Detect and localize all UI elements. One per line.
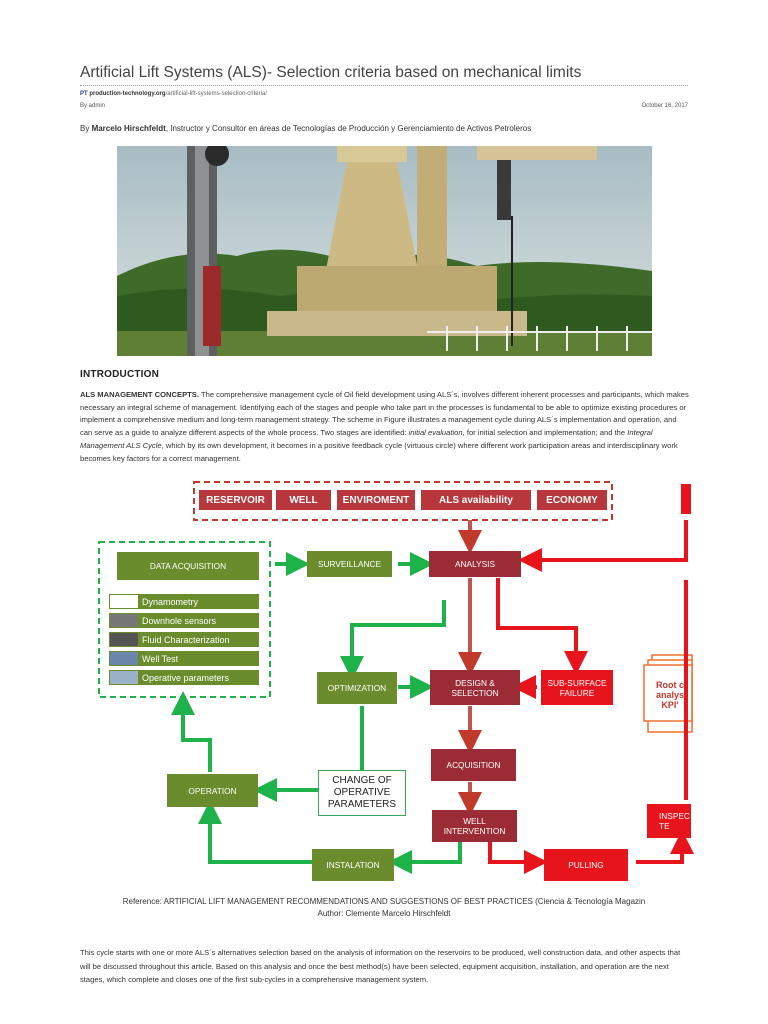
post-date: October 16, 2017 bbox=[641, 103, 688, 109]
source-brand: PT bbox=[80, 91, 88, 97]
als-availability-box: ALS availability bbox=[421, 490, 531, 510]
author-label: By admin bbox=[80, 103, 106, 109]
surveillance-box: SURVEILLANCE bbox=[307, 551, 392, 577]
byline-author: Marcelo Hirschfeldt bbox=[91, 124, 166, 133]
operation-box: OPERATION bbox=[167, 774, 258, 807]
analysis-box: ANALYSIS bbox=[429, 551, 521, 577]
pumpjack-photo bbox=[117, 146, 652, 356]
byline: By Marcelo Hirschfeldt, Instructor y Con… bbox=[80, 124, 532, 133]
economy-box: ECONOMY bbox=[537, 490, 607, 510]
reference-author: Author: Clemente Marcelo Hirschfeldt bbox=[317, 909, 451, 918]
sensor-operative: Operative parameters bbox=[109, 670, 259, 685]
well-box: WELL bbox=[276, 490, 331, 510]
title-divider bbox=[80, 85, 688, 86]
well-thumbnail-icon bbox=[110, 652, 138, 665]
data-acquisition-box: DATA ACQUISITION bbox=[117, 552, 259, 580]
article-title: Artificial Lift Systems (ALS)- Selection… bbox=[80, 64, 582, 81]
source-path: /artificial-lift-systems-selection-crite… bbox=[165, 91, 267, 97]
sensor-fluid: Fluid Characterization bbox=[109, 632, 259, 647]
acquisition-box: ACQUISITION bbox=[431, 749, 516, 781]
factors-group bbox=[193, 481, 613, 521]
reference-line: Reference: ARTIFICIAL LIFT MANAGEMENT RE… bbox=[122, 897, 646, 906]
section-heading: INTRODUCTION bbox=[80, 369, 160, 380]
source-domain: production-technology.org bbox=[89, 91, 166, 97]
reservoir-box: RESERVOIR bbox=[199, 490, 272, 510]
source-link[interactable]: PT production-technology.org/artificial-… bbox=[80, 91, 267, 97]
sensor-downhole: Downhole sensors bbox=[109, 613, 259, 628]
chart-thumbnail-icon bbox=[110, 595, 138, 608]
field-thumbnail-icon bbox=[110, 671, 138, 684]
figure-reference: Reference: ARTIFICIAL LIFT MANAGEMENT RE… bbox=[80, 896, 688, 920]
enviroment-box: ENVIROMENT bbox=[337, 490, 415, 510]
closing-paragraph: This cycle starts with one or more ALS´s… bbox=[80, 948, 681, 984]
intro-paragraph: ALS MANAGEMENT CONCEPTS. The comprehensi… bbox=[80, 390, 689, 463]
sample-thumbnail-icon bbox=[110, 633, 138, 646]
instalation-box: INSTALATION bbox=[312, 849, 394, 881]
pulling-box: PULLING bbox=[544, 849, 628, 881]
gauge-thumbnail-icon bbox=[110, 614, 138, 627]
optimization-box: OPTIMIZATION bbox=[317, 672, 397, 704]
sensor-dynamometry: Dynamometry bbox=[109, 594, 259, 609]
design-selection-box: DESIGN &SELECTION bbox=[430, 670, 520, 705]
sensor-well-test: Well Test bbox=[109, 651, 259, 666]
